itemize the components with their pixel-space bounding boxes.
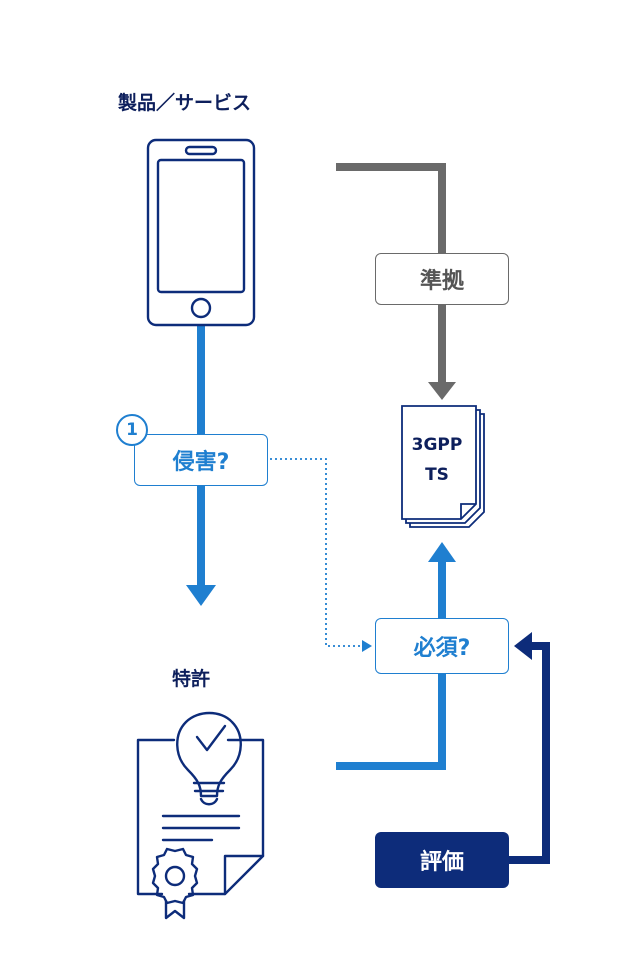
evaluation-box: 評価	[375, 832, 509, 888]
patent-certificate-icon	[136, 711, 265, 920]
infringement-box: 侵害?	[134, 434, 268, 486]
compliance-arrowhead	[428, 382, 456, 400]
compliance-arrow-line	[336, 163, 446, 385]
product-service-label: 製品／サービス	[118, 92, 252, 114]
spec-document-icon	[401, 405, 485, 528]
evaluation-arrow-line	[509, 642, 550, 864]
essential-box-label: 必須?	[413, 636, 471, 661]
evaluation-arrowhead	[514, 632, 532, 660]
essential-arrowhead	[428, 542, 456, 562]
smartphone-icon	[146, 138, 256, 327]
spec-document-line2: TS	[425, 465, 449, 485]
infringement-arrowhead	[186, 585, 216, 606]
step-number-badge: 1	[116, 414, 148, 446]
spec-document-line1: 3GPP	[411, 435, 463, 455]
patent-label: 特許	[172, 668, 211, 690]
compliance-box-label: 準拠	[419, 269, 464, 294]
step-number-text: 1	[126, 420, 138, 440]
dotted-connector	[270, 458, 362, 647]
spec-document-text: 3GPP TS	[400, 430, 474, 490]
compliance-box: 準拠	[375, 253, 509, 305]
evaluation-box-label: 評価	[419, 850, 464, 875]
infringement-box-label: 侵害?	[172, 450, 230, 475]
essential-box: 必須?	[375, 618, 509, 674]
dotted-connector-arrowhead	[362, 640, 372, 652]
